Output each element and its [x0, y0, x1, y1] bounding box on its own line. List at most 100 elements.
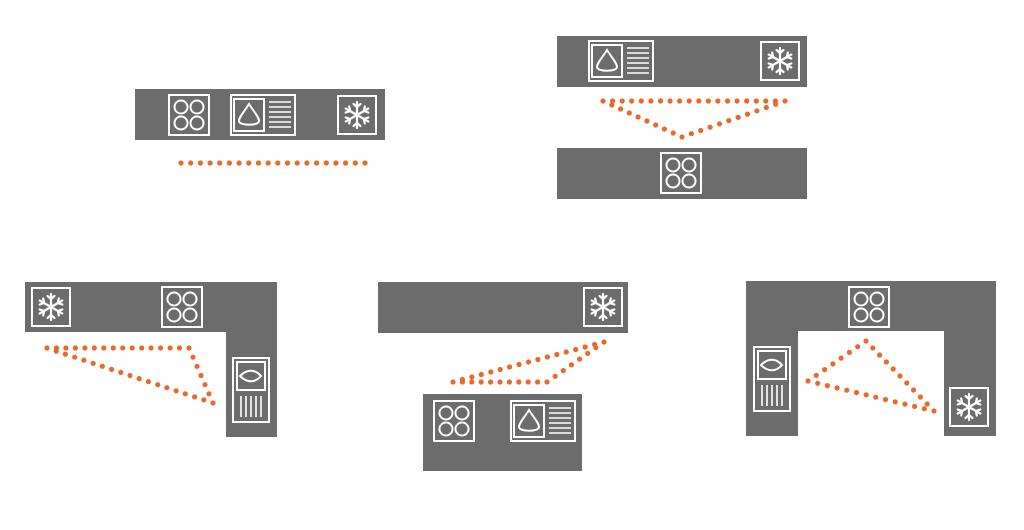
- triangle-dot: [139, 345, 145, 351]
- layout-l-shape: [25, 282, 277, 437]
- triangle-dot: [488, 369, 494, 375]
- triangle-dot: [294, 160, 300, 166]
- triangle-dot: [870, 345, 876, 351]
- triangle-dot: [544, 379, 550, 385]
- triangle-dot: [82, 345, 88, 351]
- triangle-dot: [155, 382, 161, 388]
- triangle-dot: [62, 351, 68, 357]
- triangle-dot: [912, 403, 918, 409]
- triangle-dot: [824, 383, 831, 389]
- triangle-dot: [516, 379, 522, 385]
- triangle-dot: [734, 98, 740, 104]
- triangle-dot: [600, 98, 606, 104]
- triangle-dot: [744, 98, 750, 104]
- triangle-dot: [164, 385, 170, 391]
- triangle-dot: [217, 160, 223, 166]
- triangle-dot: [304, 160, 310, 166]
- triangle-dot: [167, 345, 173, 351]
- triangle-dot: [506, 379, 512, 385]
- triangle-dot: [118, 369, 124, 375]
- triangle-dot: [705, 98, 712, 104]
- triangle-dot: [753, 98, 759, 104]
- triangle-dot: [648, 98, 654, 104]
- triangle-dot: [284, 160, 291, 166]
- triangle-dot: [724, 98, 731, 104]
- triangle-dot: [667, 98, 673, 104]
- triangle-dot: [109, 366, 115, 372]
- triangle-dot: [618, 106, 624, 112]
- triangle-dot: [178, 160, 184, 166]
- triangle-dot: [846, 349, 853, 355]
- triangle-dot: [629, 98, 635, 104]
- triangle-dot: [497, 366, 503, 373]
- triangle-dot: [497, 379, 503, 385]
- triangle-dot: [120, 345, 126, 351]
- triangle-dot: [830, 361, 836, 367]
- triangle-dot: [275, 160, 281, 166]
- triangle-dot: [127, 372, 133, 379]
- triangle-dot: [145, 379, 151, 385]
- triangle-dot: [210, 400, 216, 406]
- triangle-dot: [110, 345, 116, 351]
- triangle-dot: [265, 160, 271, 166]
- work-triangle: [600, 98, 788, 140]
- triangle-dot: [72, 345, 78, 351]
- triangle-dot: [585, 350, 591, 356]
- triangle-dot: [670, 130, 676, 136]
- triangle-dot: [657, 98, 664, 104]
- triangle-dot: [873, 394, 879, 400]
- triangle-dot: [573, 346, 579, 353]
- triangle-dot: [255, 160, 262, 166]
- triangle-dot: [362, 160, 368, 166]
- triangle-dot: [931, 408, 937, 414]
- triangle-dot: [469, 374, 475, 380]
- triangle-dot: [176, 345, 183, 351]
- triangle-dot: [716, 121, 723, 127]
- triangle-dot: [609, 102, 615, 108]
- work-triangle: [805, 338, 937, 414]
- triangle-dot: [844, 387, 850, 393]
- triangle-dot: [198, 372, 204, 379]
- triangle-dot: [91, 345, 97, 351]
- triangle-dot: [661, 126, 668, 132]
- triangle-dot: [638, 98, 644, 104]
- triangle-dot: [863, 392, 869, 398]
- triangle-dot: [601, 339, 607, 345]
- triangle-dot: [190, 354, 196, 360]
- triangle-dot: [782, 98, 788, 104]
- triangle-dot: [554, 351, 560, 358]
- triangle-dot: [892, 399, 898, 405]
- triangle-dot: [834, 385, 840, 391]
- layout-single-line: [135, 89, 385, 166]
- layout-u-shape: [746, 281, 996, 436]
- triangle-dot: [44, 345, 50, 351]
- work-triangle: [178, 160, 368, 166]
- triangle-dot: [194, 363, 200, 369]
- triangle-dot: [158, 345, 164, 351]
- triangle-dot: [352, 160, 358, 166]
- triangle-dot: [535, 379, 541, 385]
- triangle-dot: [207, 160, 213, 166]
- triangle-dot: [577, 356, 583, 362]
- triangle-dot: [610, 98, 616, 104]
- triangle-dot: [805, 378, 811, 384]
- triangle-dot: [882, 396, 889, 403]
- counter: [378, 282, 628, 333]
- triangle-dot: [63, 345, 69, 351]
- triangle-dot: [763, 104, 769, 111]
- triangle-dot: [904, 380, 910, 386]
- triangle-dot: [813, 372, 819, 378]
- triangle-dot: [890, 366, 896, 372]
- triangle-dot: [246, 160, 252, 166]
- triangle-dot: [90, 360, 96, 366]
- triangle-dot: [773, 101, 779, 107]
- triangle-dot: [653, 122, 659, 128]
- triangle-dot: [516, 361, 522, 368]
- triangle-dot: [469, 379, 475, 385]
- triangle-dot: [535, 356, 541, 363]
- work-triangle: [450, 339, 607, 385]
- triangle-dot: [626, 110, 632, 116]
- triangle-dot: [883, 359, 890, 365]
- triangle-dot: [201, 397, 207, 403]
